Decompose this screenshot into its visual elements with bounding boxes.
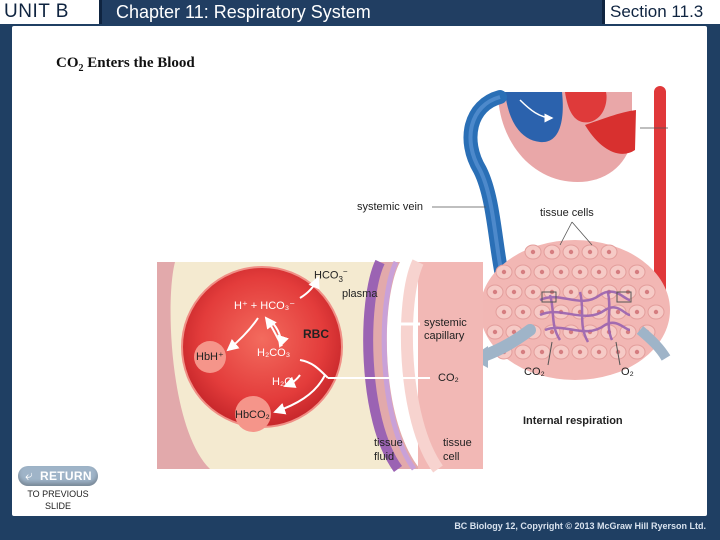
tissue-cell-nucleus	[530, 249, 536, 255]
tissue-cell-nucleus	[653, 309, 659, 315]
tissue-cell-nucleus	[539, 349, 545, 355]
tissue-cell-nucleus	[558, 349, 564, 355]
title-sub: 2	[78, 63, 84, 74]
tissue-cell-nucleus	[539, 269, 545, 275]
return-label: RETURN	[40, 469, 92, 483]
section-label: Section 11.3	[610, 2, 704, 21]
tissue-cell-nucleus	[634, 349, 640, 355]
tissue-cell-nucleus	[530, 289, 536, 295]
return-caption-line2: SLIDE	[44, 501, 71, 511]
tissue-cell-nucleus	[634, 269, 640, 275]
tissue-cell-nucleus	[587, 289, 593, 295]
return-caption: TO PREVIOUS SLIDE	[16, 488, 100, 512]
tissue-cell-nucleus	[492, 289, 498, 295]
copyright-footer: BC Biology 12, Copyright © 2013 McGraw H…	[454, 521, 706, 531]
tissue-cell-nucleus	[615, 269, 621, 275]
tissue-cell-nucleus	[596, 269, 602, 275]
tissue-cell-nucleus	[549, 249, 555, 255]
tissue-cell-nucleus	[568, 289, 574, 295]
tissue-cell-nucleus	[511, 289, 517, 295]
title-rest: Enters the Blood	[83, 55, 195, 71]
title-main: CO	[56, 55, 79, 71]
tissue-cell-nucleus	[577, 269, 583, 275]
tissue-cell-nucleus	[549, 329, 555, 335]
slide-title: CO2 Enters the Blood	[56, 55, 195, 74]
tissue-cell-nucleus	[520, 309, 526, 315]
tissue-cell-nucleus	[644, 289, 650, 295]
return-caption-line1: TO PREVIOUS	[27, 489, 89, 499]
tissue-cell-nucleus	[501, 269, 507, 275]
tissue-cell-nucleus	[596, 349, 602, 355]
chapter-title: Chapter 11: Respiratory System	[116, 2, 371, 22]
inset-rbc-panel	[157, 259, 483, 473]
tissue-cell-nucleus	[520, 349, 526, 355]
return-button[interactable]: ⤶ RETURN	[18, 466, 98, 486]
header-bar: UNIT B Chapter 11: Respiratory System Se…	[0, 0, 720, 24]
tissue-cell-nucleus	[501, 309, 507, 315]
tissue-cell-nucleus	[568, 249, 574, 255]
unit-badge: UNIT B	[0, 0, 102, 24]
tissue-cell-nucleus	[606, 249, 612, 255]
tissue-cell-nucleus	[492, 329, 498, 335]
unit-label: UNIT B	[4, 1, 69, 22]
tissue-cell-nucleus	[558, 269, 564, 275]
tissue-cell-nucleus	[520, 269, 526, 275]
tissue-cell-nucleus	[577, 349, 583, 355]
tissue-cell-nucleus	[587, 249, 593, 255]
tissue-cell-nucleus	[615, 309, 621, 315]
heart-illustration	[498, 92, 636, 183]
return-arrow-icon: ⤶	[25, 467, 33, 483]
capillary-network	[539, 290, 631, 343]
tissue-cell-nucleus	[634, 309, 640, 315]
section-badge: Section 11.3	[602, 0, 720, 24]
